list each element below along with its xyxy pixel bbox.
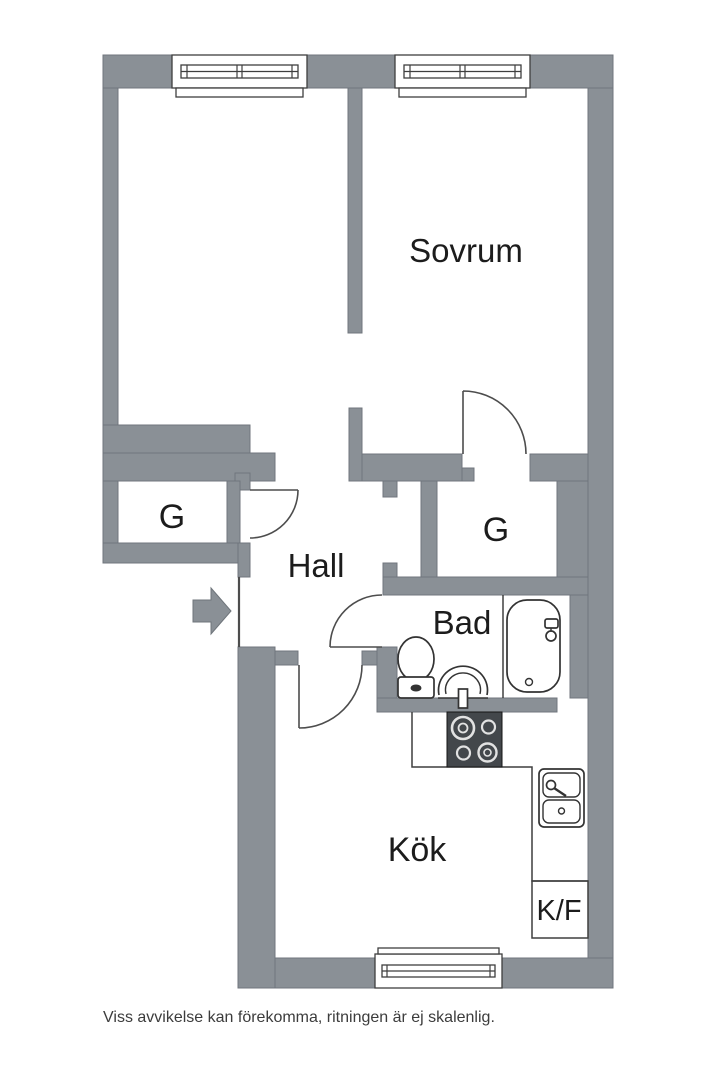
disclaimer-text: Viss avvikelse kan förekomma, ritningen … xyxy=(103,1009,495,1026)
doors xyxy=(237,390,527,729)
room-label-bathroom: Bad xyxy=(433,604,492,641)
room-label-fridge-freezer: K/F xyxy=(536,895,581,927)
window-kitchen xyxy=(374,947,503,989)
window-top-right xyxy=(394,54,531,98)
closet-left-door-arc xyxy=(249,489,299,539)
room-label-kitchen: Kök xyxy=(388,831,448,869)
kitchen-sink xyxy=(538,768,585,828)
kitchen-door-arc xyxy=(298,664,363,729)
kitchen-fixtures xyxy=(411,711,589,939)
toilet xyxy=(397,636,435,699)
bathroom-sink xyxy=(437,665,489,709)
fridge-freezer-box xyxy=(531,880,589,939)
window-top-left xyxy=(171,54,308,98)
bathroom-fixtures xyxy=(397,595,561,709)
room-label-closet-right: G xyxy=(483,511,509,549)
room-label-bedroom: Sovrum xyxy=(409,232,523,269)
entrance-arrow-icon xyxy=(192,586,232,636)
bathroom-door-arc xyxy=(329,594,383,648)
stove xyxy=(446,711,503,768)
bathtub xyxy=(506,599,561,693)
room-label-closet-left: G xyxy=(159,498,185,536)
room-label-hall: Hall xyxy=(288,547,345,584)
room-labels: Sovrum Hall G G Bad Kök K/F xyxy=(159,232,582,927)
bedroom-door-arc xyxy=(462,390,527,455)
